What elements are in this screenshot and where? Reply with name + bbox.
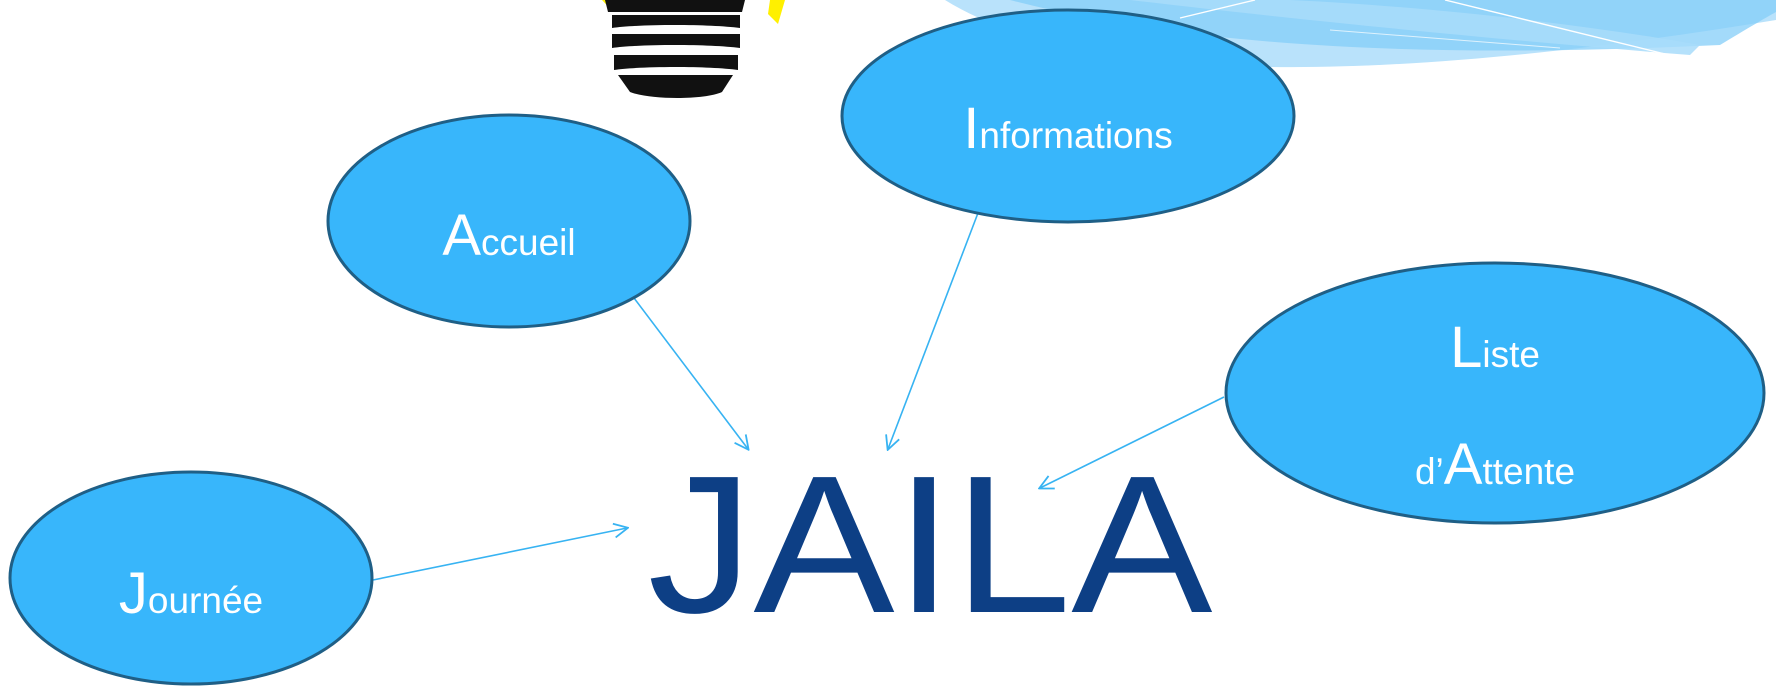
arrow-informations	[888, 212, 979, 449]
node-attente-rest: ttente	[1482, 451, 1575, 492]
node-informations-initial: I	[963, 96, 979, 161]
node-attente-prefix: d’	[1415, 451, 1444, 492]
arrow-accueil	[633, 297, 748, 449]
node-liste-rest: iste	[1482, 334, 1540, 375]
lightbulb-icon	[602, 0, 785, 98]
node-accueil-label: Accueil	[442, 203, 575, 268]
arrow-liste	[1040, 396, 1225, 488]
node-journee: Journée	[8, 470, 374, 686]
node-informations-label: Informations	[963, 96, 1172, 161]
arrow-journee	[372, 528, 627, 581]
node-accueil-rest: ccueil	[481, 222, 576, 263]
node-journee-label: Journée	[119, 561, 263, 626]
node-liste-attente: Liste d’Attente	[1224, 261, 1766, 525]
node-journee-rest: ournée	[148, 580, 263, 621]
node-liste-initial: L	[1450, 315, 1482, 380]
node-liste-label: Liste	[1450, 315, 1540, 380]
node-informations-rest: nformations	[979, 115, 1172, 156]
title-jaila: JAILA	[648, 435, 1213, 654]
node-informations: Informations	[840, 8, 1296, 224]
arrows	[372, 212, 1225, 581]
node-accueil: Accueil	[326, 113, 692, 329]
node-journee-initial: J	[119, 561, 148, 626]
node-attente-label: d’Attente	[1415, 432, 1575, 497]
node-accueil-initial: A	[442, 203, 481, 268]
node-attente-initial: A	[1444, 432, 1483, 497]
